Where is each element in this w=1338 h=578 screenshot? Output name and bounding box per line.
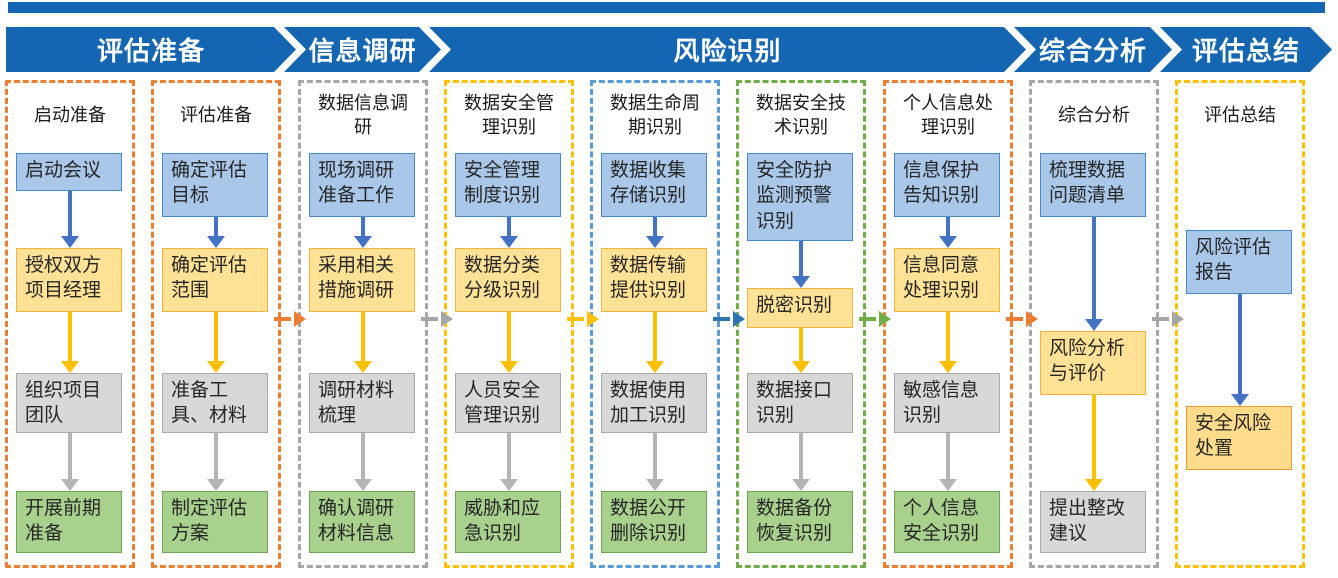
step-box: 数据收集存储识别 — [601, 153, 707, 217]
step-box: 制定评估方案 — [162, 491, 268, 553]
down-arrow-icon — [500, 312, 518, 373]
step-box: 确定评估范围 — [162, 248, 268, 312]
stage-segment-preparation: 评估准备 — [6, 27, 296, 72]
down-arrow-icon — [939, 312, 957, 373]
right-arrow-icon — [567, 311, 599, 327]
step-box: 风险评估报告 — [1186, 230, 1292, 294]
step-box: 开展前期准备 — [16, 491, 122, 553]
down-arrow-icon — [207, 312, 225, 373]
stage-label: 风险识别 — [673, 36, 782, 66]
column-data-security-tech-identify: 数据安全技术识别 安全防护监测预警识别 脱密识别 数据接口识别 数据备份恢复识别 — [736, 80, 866, 568]
column-assessment-preparation: 评估准备 确定评估目标 确定评估范围 准备工具、材料 制定评估方案 — [151, 80, 281, 568]
stage-segment-research: 信息调研 — [284, 27, 441, 72]
down-arrow-icon — [354, 312, 372, 373]
column-personal-info-identify: 个人信息处理识别 信息保护告知识别 信息同意处理识别 敏感信息识别 个人信息安全… — [883, 80, 1013, 568]
step-box: 提出整改建议 — [1040, 491, 1146, 553]
down-arrow-icon — [792, 241, 810, 288]
step-box: 确定评估目标 — [162, 153, 268, 217]
column-data-security-mgmt-identify: 数据安全管理识别 安全管理制度识别 数据分类分级识别 人员安全管理识别 威胁和应… — [444, 80, 574, 568]
down-arrow-icon — [646, 312, 664, 373]
right-arrow-icon — [274, 311, 306, 327]
stage-segment-risk-identify: 风险识别 — [429, 27, 1026, 72]
column-title: 数据信息调研 — [318, 92, 408, 137]
right-arrow-icon — [1152, 311, 1184, 327]
stage-segment-summary: 评估总结 — [1160, 27, 1332, 72]
column-title: 个人信息处理识别 — [903, 92, 993, 137]
step-box: 确认调研材料信息 — [309, 491, 415, 553]
down-arrow-icon — [1085, 217, 1103, 331]
step-box: 安全风险处置 — [1186, 406, 1292, 470]
step-box: 梳理数据问题清单 — [1040, 153, 1146, 217]
down-arrow-icon — [61, 433, 79, 491]
step-box: 数据分类分级识别 — [455, 248, 561, 312]
right-arrow-icon — [859, 311, 891, 327]
down-arrow-icon — [500, 217, 518, 248]
down-arrow-icon — [792, 433, 810, 491]
down-arrow-icon — [207, 433, 225, 491]
column-title: 数据生命周期识别 — [610, 92, 700, 137]
down-arrow-icon — [1231, 294, 1249, 406]
down-arrow-icon — [792, 328, 810, 373]
column-assessment-summary: 评估总结 风险评估报告 安全风险处置 — [1175, 80, 1305, 568]
down-arrow-icon — [61, 191, 79, 248]
column-title: 评估准备 — [180, 104, 252, 125]
stage-label: 信息调研 — [308, 36, 417, 66]
step-box: 数据备份恢复识别 — [747, 491, 853, 553]
down-arrow-icon — [646, 433, 664, 491]
step-box: 信息同意处理识别 — [894, 248, 1000, 312]
step-box: 个人信息安全识别 — [894, 491, 1000, 553]
down-arrow-icon — [61, 312, 79, 373]
step-box: 数据使用加工识别 — [601, 373, 707, 433]
down-arrow-icon — [646, 217, 664, 248]
step-box: 敏感信息识别 — [894, 373, 1000, 433]
step-box: 现场调研准备工作 — [309, 153, 415, 217]
right-arrow-icon — [1006, 311, 1038, 327]
right-arrow-icon — [713, 311, 745, 327]
step-box: 数据接口识别 — [747, 373, 853, 433]
top-accent-bar — [8, 2, 1325, 13]
column-comprehensive-analysis: 综合分析 梳理数据问题清单 风险分析与评价 提出整改建议 — [1029, 80, 1159, 568]
column-title: 数据安全管理识别 — [464, 92, 554, 137]
step-box: 调研材料梳理 — [309, 373, 415, 433]
down-arrow-icon — [354, 433, 372, 491]
step-box: 安全防护监测预警识别 — [747, 153, 853, 241]
down-arrow-icon — [207, 217, 225, 248]
column-title: 评估总结 — [1204, 104, 1276, 125]
down-arrow-icon — [1085, 395, 1103, 491]
down-arrow-icon — [500, 433, 518, 491]
stage-label: 评估总结 — [1191, 36, 1300, 66]
step-box: 数据公开删除识别 — [601, 491, 707, 553]
column-data-lifecycle-identify: 数据生命周期识别 数据收集存储识别 数据传输提供识别 数据使用加工识别 数据公开… — [590, 80, 720, 568]
step-box: 安全管理制度识别 — [455, 153, 561, 217]
step-box: 信息保护告知识别 — [894, 153, 1000, 217]
step-box: 人员安全管理识别 — [455, 373, 561, 433]
step-box: 采用相关措施调研 — [309, 248, 415, 312]
right-arrow-icon — [421, 311, 453, 327]
step-box: 组织项目团队 — [16, 373, 122, 433]
column-data-info-research: 数据信息调研 现场调研准备工作 采用相关措施调研 调研材料梳理 确认调研材料信息 — [298, 80, 428, 568]
step-box: 风险分析与评价 — [1040, 331, 1146, 395]
column-title: 综合分析 — [1058, 104, 1130, 125]
down-arrow-icon — [939, 433, 957, 491]
down-arrow-icon — [939, 217, 957, 248]
step-box: 准备工具、材料 — [162, 373, 268, 433]
stage-label: 评估准备 — [96, 36, 205, 66]
column-launch-preparation: 启动准备 启动会议 授权双方项目经理 组织项目团队 开展前期准备 — [5, 80, 135, 568]
down-arrow-icon — [354, 217, 372, 248]
stage-label: 综合分析 — [1038, 36, 1147, 66]
step-box: 授权双方项目经理 — [16, 248, 122, 312]
step-box: 启动会议 — [16, 153, 122, 191]
stage-segment-analysis: 综合分析 — [1014, 27, 1172, 72]
step-box: 数据传输提供识别 — [601, 248, 707, 312]
step-box: 脱密识别 — [747, 288, 853, 328]
column-title: 数据安全技术识别 — [756, 92, 846, 137]
step-box: 威胁和应急识别 — [455, 491, 561, 553]
column-title: 启动准备 — [34, 104, 106, 125]
